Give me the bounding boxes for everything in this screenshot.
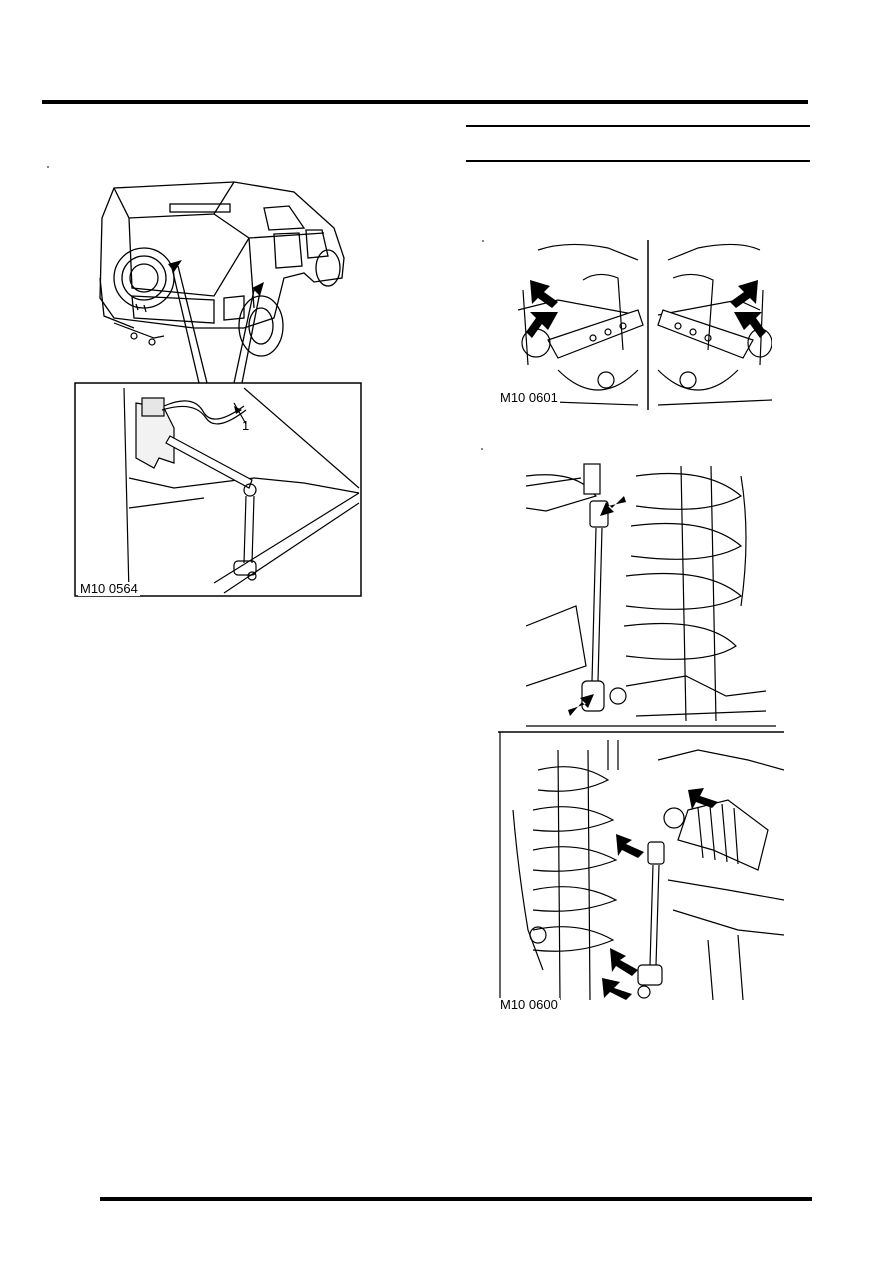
sensor-arrows xyxy=(234,406,242,414)
vehicle-arrows xyxy=(168,260,264,296)
front-upper-arm-illustration xyxy=(498,240,772,410)
height-sensor-illustration xyxy=(74,181,362,597)
right-column-rule-bottom xyxy=(466,160,810,162)
height-sensor-figure: 1 M10 0564 xyxy=(74,178,364,598)
front-link-figure xyxy=(526,456,776,728)
towbar xyxy=(113,322,165,346)
detail-box xyxy=(74,382,362,597)
front-upper-arm-figure: M10 0601 xyxy=(498,240,772,410)
bolt-arrows xyxy=(526,280,766,338)
figure-caption: M10 0601 xyxy=(498,390,560,405)
figure-caption: M10 0564 xyxy=(78,581,140,596)
figure-caption: M10 0600 xyxy=(498,997,560,1012)
scan-speck xyxy=(482,240,484,242)
sensor-drawing xyxy=(123,387,360,594)
link-arrows xyxy=(602,788,718,1000)
leader-lines xyxy=(171,265,261,384)
rear-link-figure: M10 0600 xyxy=(498,730,784,1012)
header-rule xyxy=(42,100,808,104)
scan-speck xyxy=(481,448,483,450)
rear-link-illustration xyxy=(498,731,784,1001)
spare-wheel xyxy=(113,247,175,309)
right-column-rule-top xyxy=(466,125,810,127)
wheels xyxy=(238,249,341,357)
front-link-illustration xyxy=(526,463,776,727)
callout-1: 1 xyxy=(242,418,250,433)
link-arrows xyxy=(568,496,626,716)
scan-speck xyxy=(47,166,49,168)
vehicle-drawing xyxy=(99,181,345,329)
footer-rule xyxy=(100,1197,812,1201)
